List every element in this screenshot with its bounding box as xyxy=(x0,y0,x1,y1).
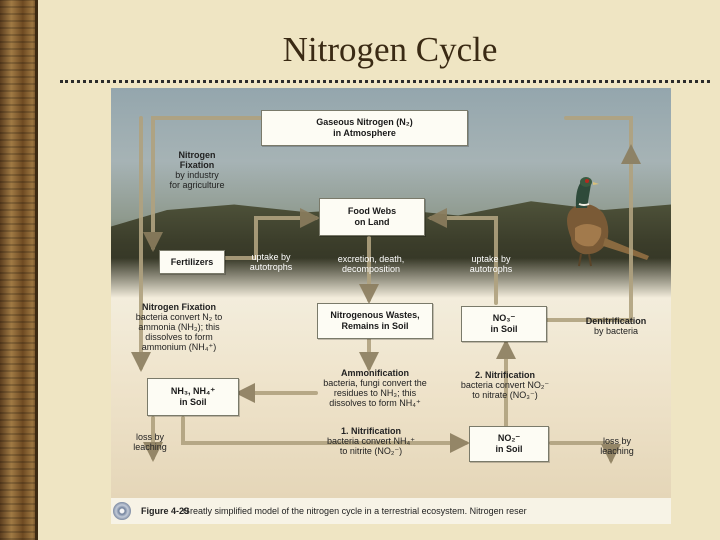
figure-caption: Figure 4-29 Greatly simplified model of … xyxy=(111,498,671,524)
cd-icon xyxy=(113,502,131,520)
nitrification-1-label: 1. Nitrification bacteria convert NH₄⁺ t… xyxy=(327,426,415,456)
nh3-nh4-soil-box: NH₃, NH₄⁺ in Soil xyxy=(147,378,239,416)
leaching-right-label: loss by leaching xyxy=(600,436,634,456)
no2-soil-box: NO₂⁻ in Soil xyxy=(469,426,549,462)
pheasant-illustration xyxy=(567,177,649,267)
title-divider xyxy=(60,80,710,83)
bio-fixation-label: Nitrogen Fixation bacteria convert N₂ to… xyxy=(135,302,223,352)
fertilizers-box: Fertilizers xyxy=(159,250,225,274)
industrial-fixation-label: Nitrogen Fixation by industry for agricu… xyxy=(169,150,225,190)
nitrogenous-wastes-box: Nitrogenous Wastes, Remains in Soil xyxy=(317,303,433,339)
atmosphere-box: Gaseous Nitrogen (N₂) in Atmosphere xyxy=(261,110,468,146)
food-webs-box: Food Webs on Land xyxy=(319,198,425,236)
no3-soil-box: NO₃⁻ in Soil xyxy=(461,306,547,342)
excretion-label: excretion, death, decomposition xyxy=(337,254,405,274)
nitrification-2-label: 2. Nitrification bacteria convert NO₂⁻ t… xyxy=(460,370,550,400)
ammonification-label: Ammonification bacteria, fungi convert t… xyxy=(323,368,427,408)
uptake-right-label: uptake by autotrophs xyxy=(469,254,513,274)
cycle-arrows xyxy=(131,116,641,464)
leaching-left-label: loss by leaching xyxy=(133,432,167,452)
decorative-border xyxy=(0,0,38,540)
page-title: Nitrogen Cycle xyxy=(282,30,498,69)
uptake-left-label: uptake by autotrophs xyxy=(249,252,293,272)
nitrogen-cycle-figure: Gaseous Nitrogen (N₂) in Atmosphere Food… xyxy=(111,88,671,524)
denitrification-label: Denitrification by bacteria xyxy=(585,316,647,336)
